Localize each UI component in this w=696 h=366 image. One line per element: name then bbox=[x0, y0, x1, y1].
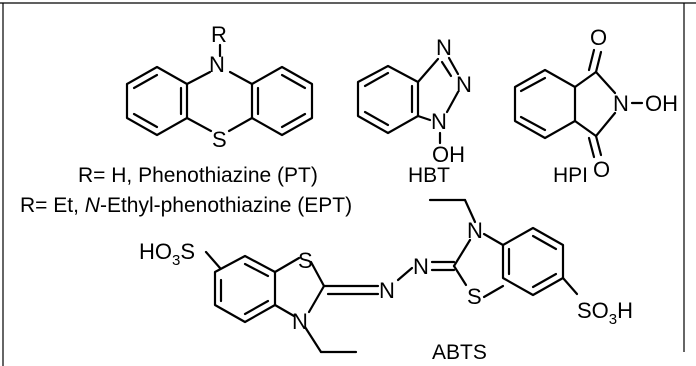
abts-n-right-ring-atom: N bbox=[467, 218, 483, 243]
hbt-caption: HBT bbox=[408, 164, 450, 187]
abts-caption: ABTS bbox=[432, 341, 487, 364]
ept-caption: R= Et, N-Ethyl-phenothiazine (EPT) bbox=[20, 194, 352, 217]
pt-s-atom: S bbox=[212, 127, 227, 152]
hpi-o-top-atom: O bbox=[590, 25, 607, 50]
hpi-o-bottom-atom: O bbox=[593, 157, 610, 182]
abts-n-left-ring-atom: N bbox=[292, 309, 308, 334]
hpi-caption: HPI bbox=[553, 164, 588, 187]
hpi-structure: O N OH O bbox=[513, 25, 678, 182]
abts-n-azo-left-atom: N bbox=[379, 278, 395, 303]
abts-so3h-group: SO3H bbox=[577, 298, 633, 328]
hbt-n1-atom: N bbox=[436, 35, 452, 60]
abts-s-left-atom: S bbox=[298, 248, 313, 273]
pt-caption: R= H, Phenothiazine (PT) bbox=[78, 164, 318, 187]
hbt-n2-atom: N bbox=[456, 72, 472, 97]
hbt-structure: N N N OH bbox=[356, 35, 472, 167]
hpi-oh-group: OH bbox=[645, 91, 678, 116]
abts-structure: HO3S bbox=[139, 198, 633, 354]
pt-n-atom: N bbox=[209, 52, 225, 77]
pt-r-atom: R bbox=[211, 22, 227, 47]
hbt-oh-group: OH bbox=[432, 142, 465, 167]
hbt-n3-atom: N bbox=[431, 109, 447, 134]
abts-s-right-atom: S bbox=[467, 284, 482, 309]
phenothiazine-structure: R N S bbox=[125, 22, 314, 152]
abts-n-azo-right-atom: N bbox=[413, 254, 429, 279]
abts-ho3s-group: HO3S bbox=[139, 239, 195, 269]
hpi-n-atom: N bbox=[613, 91, 629, 116]
